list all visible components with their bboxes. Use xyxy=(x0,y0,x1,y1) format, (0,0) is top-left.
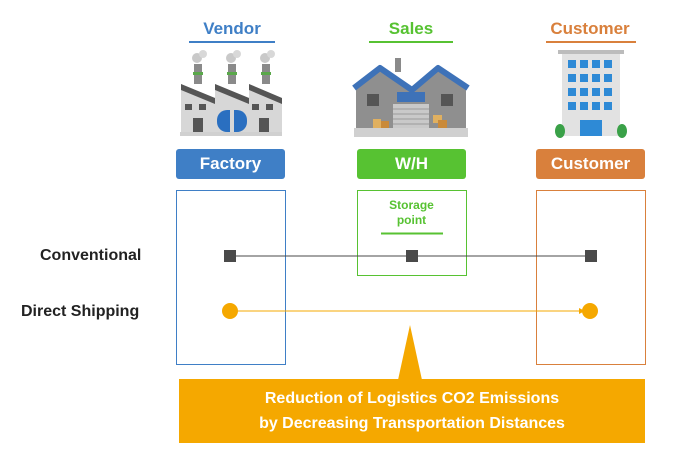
factory-label: Factory xyxy=(176,149,285,179)
direct-node-customer xyxy=(582,303,598,319)
direct-shipping-row-label: Direct Shipping xyxy=(21,303,140,320)
conventional-node-warehouse xyxy=(406,250,418,262)
customer-header-underline xyxy=(546,41,636,43)
sales-header: Sales xyxy=(388,19,434,38)
sales-header-underline xyxy=(369,41,453,43)
customer-header: Customer xyxy=(550,19,630,38)
vendor-zone xyxy=(176,190,286,365)
warehouse-icon xyxy=(352,58,470,137)
callout-line-1: Reduction of Logistics CO2 Emissions xyxy=(264,390,560,407)
callout-line-2: by Decreasing Transportation Distances xyxy=(259,415,565,432)
customer-label: Customer xyxy=(536,149,645,179)
sales-storage-zone xyxy=(357,190,467,276)
conventional-node-customer xyxy=(585,250,597,262)
direct-node-factory xyxy=(222,303,238,319)
office-building-icon xyxy=(555,50,627,138)
vendor-header-underline xyxy=(189,41,275,43)
conventional-route xyxy=(224,250,597,262)
direct-route xyxy=(222,303,598,319)
vendor-header: Vendor xyxy=(203,19,261,38)
storage-point-label: Storage point xyxy=(389,198,434,227)
callout-pointer xyxy=(398,325,422,380)
warehouse-label: W/H xyxy=(357,149,466,179)
conventional-row-label: Conventional xyxy=(40,247,142,264)
conventional-node-factory xyxy=(224,250,236,262)
co2-reduction-callout: Reduction of Logistics CO2 Emissions by … xyxy=(179,379,645,443)
factory-icon xyxy=(180,50,282,136)
customer-zone xyxy=(536,190,646,365)
